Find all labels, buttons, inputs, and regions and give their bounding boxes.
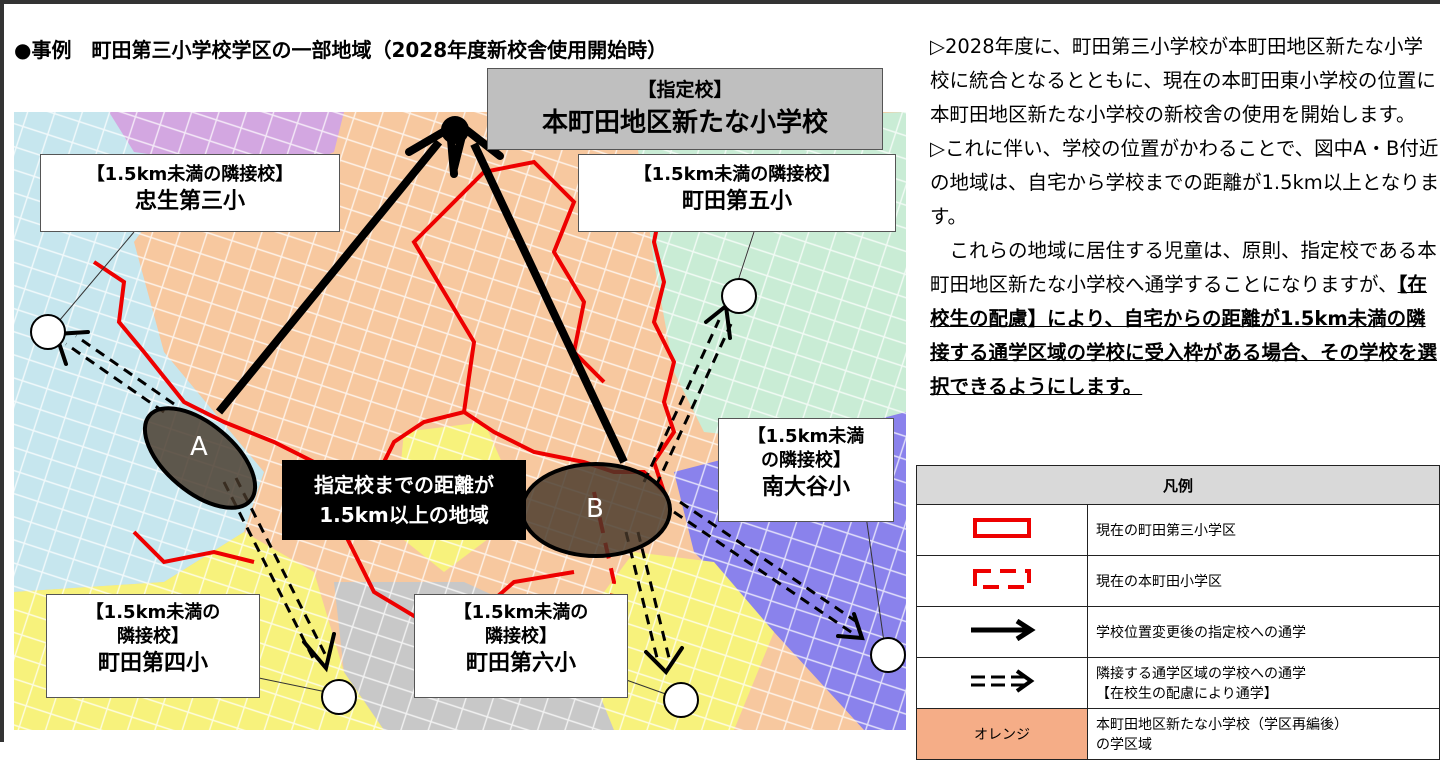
machida-daigo-marker — [721, 278, 757, 314]
route-a-chusei — [65, 342, 165, 414]
description-p3: これらの地域に居住する児童は、原則、指定校である本町田地区新たな小学校へ通学する… — [930, 239, 1438, 398]
arrowhead-minami — [836, 612, 865, 641]
chusei-daisan-marker — [30, 314, 66, 350]
legend-symbol-solid-arrow — [916, 606, 1088, 658]
callout-machida-daigo: 【1.5km未満の隣接校】 町田第五小 — [578, 154, 896, 232]
description-emphasis: 【在校生の配慮】により、自宅からの距離が1.5km未満の隣接する通学区域の学校に… — [930, 273, 1438, 398]
legend-symbol-dashed-red — [916, 555, 1088, 607]
legend-title: 凡例 — [916, 465, 1440, 505]
boundary-segment — [132, 530, 255, 565]
arrowhead-dairoku — [644, 646, 684, 676]
route-a-designated — [215, 139, 443, 415]
legend-symbol-double-arrow — [916, 657, 1088, 709]
page-title: ●事例 町田第三小学校学区の一部地域（2028年度新校舎使用開始時） — [14, 38, 668, 62]
area-a — [142, 406, 258, 510]
boundary-inner — [411, 159, 606, 413]
legend-table: 凡例 現在の町田第三小学区 現在の本町田小学区 学校位置変更後の指定校への通学 … — [916, 465, 1440, 760]
machida-daiyon-marker — [321, 679, 357, 715]
legend-symbol-solid-red — [916, 504, 1088, 556]
designated-school-marker — [441, 116, 469, 144]
description-p2: ▷これに伴い、学校の位置がかわることで、図中A・B付近の地域は、自宅から学校まで… — [930, 137, 1440, 228]
frame — [0, 0, 1440, 742]
current-district-boundary — [92, 170, 677, 494]
route-b-designated — [470, 142, 628, 464]
minami-oya-marker — [870, 637, 906, 673]
route-b-dairoku — [624, 531, 661, 667]
area-b-label: B — [586, 494, 604, 524]
route-b-daigo — [642, 319, 721, 483]
legend-text-honmachida: 現在の本町田小学区 — [1087, 555, 1440, 607]
legend-text-neighbor-route: 隣接する通学区域の学校への通学 【在校生の配慮により通学】 — [1087, 657, 1440, 709]
machida-dairoku-marker — [663, 682, 699, 718]
legend-text-daisan: 現在の町田第三小学区 — [1087, 504, 1440, 556]
description-p1: ▷2028年度に、町田第三小学校が本町田地区新たな小学校に統合となるとともに、現… — [930, 35, 1436, 126]
route-b-minami — [673, 510, 855, 636]
area-distance-label: 指定校までの距離が 1.5km以上の地域 — [282, 460, 526, 540]
arrowhead-daiyon — [302, 632, 336, 673]
callout-chusei-daisan: 【1.5km未満の隣接校】 忠生第三小 — [40, 154, 340, 232]
legend-text-orange-district: 本町田地区新たな小学校（学区再編後） の学区域 — [1087, 708, 1440, 760]
designated-school-box: 【指定校】 本町田地区新たな小学校 — [487, 68, 883, 150]
designated-name: 本町田地区新たな小学校 — [541, 108, 828, 138]
area-a-label: A — [190, 432, 208, 462]
callout-machida-daiyon: 【1.5km未満の 隣接校】 町田第四小 — [46, 594, 260, 698]
callout-machida-dairoku: 【1.5km未満の 隣接校】 町田第六小 — [414, 594, 628, 698]
description: ▷2028年度に、町田第三小学校が本町田地区新たな小学校に統合となるとともに、現… — [930, 30, 1440, 404]
callout-minami-oya: 【1.5km未満 の隣接校】 南大谷小 — [718, 418, 894, 522]
legend-swatch-orange: オレンジ — [916, 708, 1088, 760]
designated-tag: 【指定校】 — [637, 79, 733, 101]
legend-text-designated-route: 学校位置変更後の指定校への通学 — [1087, 606, 1440, 658]
